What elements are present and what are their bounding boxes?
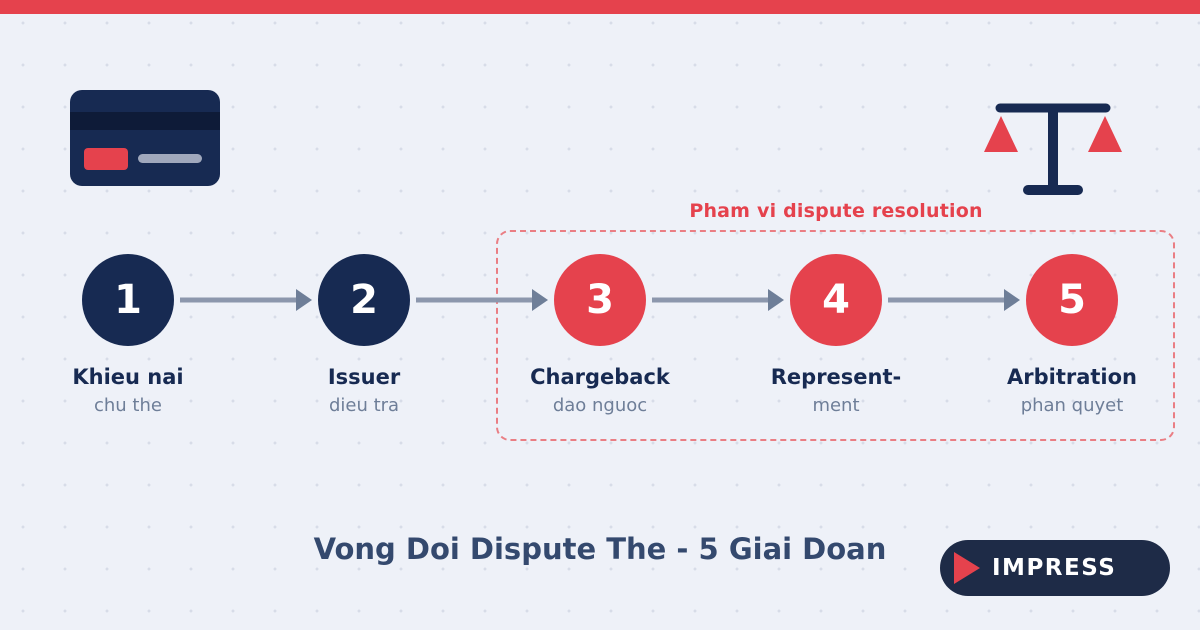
brand-badge: IMPRESS <box>940 540 1170 596</box>
play-icon <box>954 552 980 584</box>
flow-arrow-2-3 <box>416 289 548 311</box>
top-accent-bar <box>0 0 1200 14</box>
step-title: Issuer <box>327 365 401 389</box>
step-subtitle: dao nguoc <box>552 395 648 416</box>
step-title: Khieu nai <box>72 365 184 389</box>
flow-arrow-3-4 <box>652 289 784 311</box>
step-number: 1 <box>82 254 174 346</box>
step-1: 1 Khieu nai chu the <box>38 254 218 418</box>
step-subtitle: chu the <box>94 395 162 416</box>
step-4: 4 Represent- ment <box>746 254 926 418</box>
scope-label: Pham vi dispute resolution <box>689 200 983 222</box>
step-title: Arbitration <box>1006 365 1138 389</box>
diagram-title: Vong Doi Dispute The - 5 Giai Doan <box>313 532 887 566</box>
step-subtitle: ment <box>812 395 860 416</box>
balance-scale-icon <box>984 103 1122 195</box>
step-subtitle: phan quyet <box>1020 395 1124 416</box>
step-number: 2 <box>318 254 410 346</box>
step-title: Chargeback <box>530 365 670 389</box>
step-number: 5 <box>1026 254 1118 346</box>
step-subtitle: dieu tra <box>328 395 400 416</box>
dispute-resolution-scope-box <box>496 230 1175 441</box>
credit-card-icon <box>70 90 220 186</box>
card-number-line <box>138 154 202 163</box>
brand-name: IMPRESS <box>992 555 1117 581</box>
flow-arrow-4-5 <box>888 289 1020 311</box>
flow-arrow-1-2 <box>180 289 312 311</box>
card-magnetic-stripe <box>70 112 220 130</box>
card-chip <box>84 148 128 170</box>
step-5: 5 Arbitration phan quyet <box>982 254 1162 418</box>
step-number: 4 <box>790 254 882 346</box>
step-2: 2 Issuer dieu tra <box>274 254 454 418</box>
step-number: 3 <box>554 254 646 346</box>
step-3: 3 Chargeback dao nguoc <box>510 254 690 418</box>
step-title: Represent- <box>770 365 902 389</box>
